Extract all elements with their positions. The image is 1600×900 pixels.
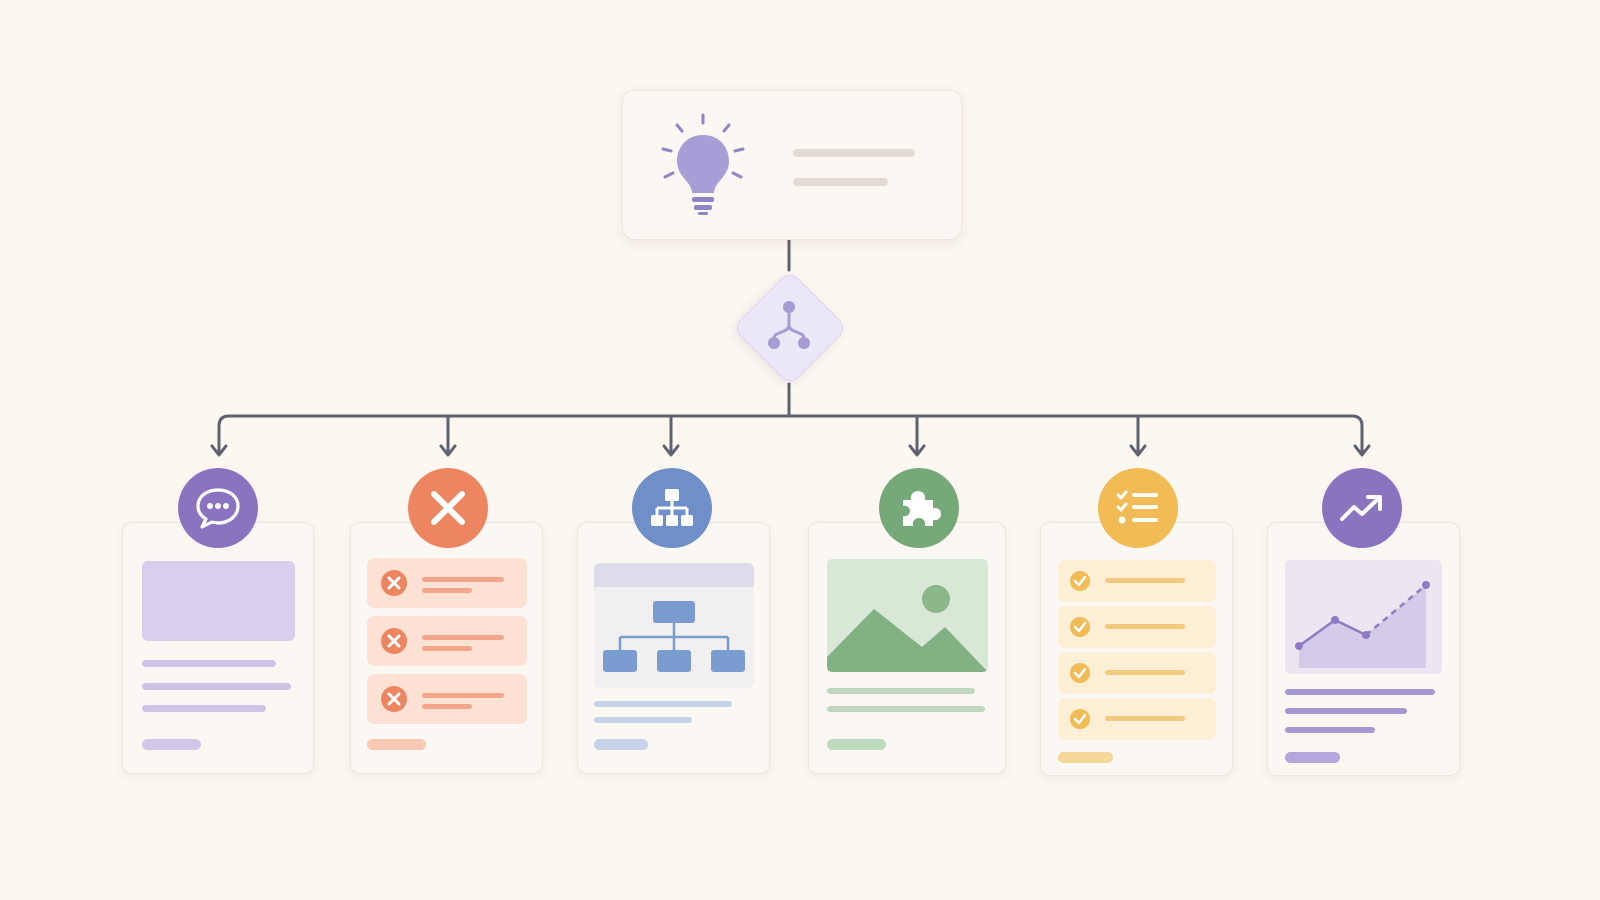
check-list-item bbox=[1058, 698, 1216, 740]
panel-header-bar bbox=[594, 563, 754, 587]
check-list-item bbox=[1058, 652, 1216, 694]
branch-card-hierarchy[interactable] bbox=[577, 522, 770, 774]
text-line bbox=[422, 704, 472, 709]
arrowhead-2 bbox=[439, 444, 457, 457]
error-list-item bbox=[367, 616, 527, 666]
branch-card-errors[interactable] bbox=[350, 522, 543, 774]
error-icon bbox=[381, 686, 407, 712]
hierarchy-icon bbox=[651, 489, 693, 526]
tag-pill bbox=[1285, 752, 1340, 763]
check-list-item bbox=[1058, 560, 1216, 602]
text-line bbox=[1105, 578, 1185, 583]
error-icon bbox=[381, 628, 407, 654]
text-line bbox=[1285, 727, 1375, 733]
root-text-line-2 bbox=[793, 178, 888, 186]
tag-pill bbox=[142, 739, 201, 750]
text-line bbox=[422, 588, 472, 593]
arrowhead-6 bbox=[1353, 444, 1371, 457]
text-line bbox=[1285, 689, 1435, 695]
branch-card-puzzle[interactable] bbox=[808, 522, 1006, 774]
branch-icon bbox=[768, 301, 810, 349]
error-list-item bbox=[367, 558, 527, 608]
text-line bbox=[422, 693, 504, 698]
root-text-line-1 bbox=[793, 149, 915, 157]
close-badge bbox=[408, 468, 488, 548]
check-icon bbox=[1070, 571, 1090, 591]
branch-bus-connector bbox=[217, 414, 1364, 454]
text-line bbox=[422, 635, 504, 640]
text-line bbox=[594, 717, 692, 723]
text-line bbox=[1105, 670, 1185, 675]
text-line bbox=[142, 660, 276, 667]
mountain-illustration bbox=[827, 585, 988, 672]
text-line bbox=[1285, 708, 1407, 714]
text-line bbox=[422, 577, 504, 582]
check-list-item bbox=[1058, 606, 1216, 648]
checklist-icon bbox=[1116, 490, 1158, 524]
arrowhead-3 bbox=[662, 444, 680, 457]
root-idea-card[interactable] bbox=[622, 90, 962, 240]
error-list-item bbox=[367, 674, 527, 724]
checklist-badge bbox=[1098, 468, 1178, 548]
branch-card-checklist[interactable] bbox=[1040, 522, 1233, 776]
tag-pill bbox=[367, 739, 426, 750]
text-line bbox=[1105, 624, 1185, 629]
tag-pill bbox=[827, 739, 886, 750]
check-icon bbox=[1070, 709, 1090, 729]
text-line bbox=[594, 701, 732, 707]
text-line bbox=[827, 706, 985, 712]
org-chart-illustration bbox=[603, 601, 745, 672]
puzzle-icon bbox=[903, 491, 941, 526]
arrowhead-5 bbox=[1129, 444, 1147, 457]
text-line bbox=[827, 688, 975, 694]
image-placeholder bbox=[142, 561, 295, 641]
diagram-panel bbox=[594, 563, 754, 688]
landscape-image bbox=[827, 559, 988, 672]
lightbulb-icon bbox=[661, 113, 745, 215]
line-chart-illustration bbox=[1295, 581, 1430, 668]
arrowhead-1 bbox=[210, 444, 228, 457]
close-icon bbox=[431, 491, 465, 525]
trend-up-icon bbox=[1340, 495, 1382, 521]
hierarchy-badge bbox=[632, 468, 712, 548]
trend-badge bbox=[1322, 468, 1402, 548]
error-icon bbox=[381, 570, 407, 596]
tag-pill bbox=[1058, 752, 1113, 763]
branch-card-chat[interactable] bbox=[122, 522, 314, 774]
check-icon bbox=[1070, 617, 1090, 637]
check-icon bbox=[1070, 663, 1090, 683]
puzzle-badge bbox=[879, 468, 959, 548]
chart-panel bbox=[1285, 560, 1442, 674]
branch-card-trend[interactable] bbox=[1267, 522, 1460, 776]
text-line bbox=[422, 646, 472, 651]
chat-badge bbox=[178, 468, 258, 548]
tag-pill bbox=[594, 739, 648, 750]
text-line bbox=[1105, 716, 1185, 721]
chat-bubble-icon bbox=[196, 488, 240, 529]
text-line bbox=[142, 705, 266, 712]
arrowhead-4 bbox=[908, 444, 926, 457]
text-line bbox=[142, 683, 291, 690]
